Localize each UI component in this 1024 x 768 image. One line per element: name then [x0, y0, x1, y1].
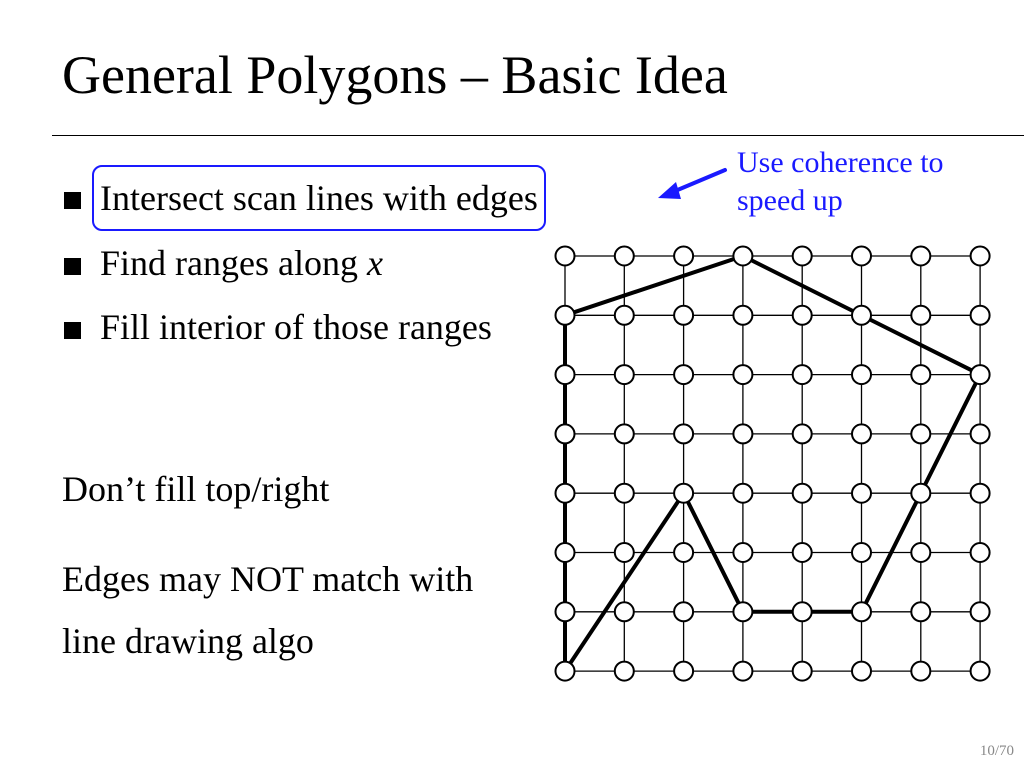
variable-x: x [366, 243, 383, 283]
lattice-node [969, 364, 991, 386]
lattice-node [851, 601, 872, 623]
lattice-node [613, 364, 635, 386]
page-number: 10/70 [979, 743, 1014, 759]
lattice-node [910, 245, 932, 267]
lattice-node [554, 423, 576, 445]
lattice-node [969, 542, 991, 563]
bullet-list: Intersect scan lines with edges Find ran… [62, 165, 546, 359]
note-edges-mismatch: Edges may NOT match with line drawing al… [62, 559, 474, 661]
lattice-node [613, 245, 635, 267]
lattice-node [791, 482, 813, 504]
lattice-node [673, 542, 695, 563]
lattice-points [554, 245, 991, 682]
bullet-text: Find ranges along [100, 243, 367, 283]
lattice-node [851, 482, 872, 504]
lattice-node [613, 423, 635, 445]
lattice-node [791, 364, 813, 386]
note-top-right: Don’t fill top/right [62, 469, 330, 509]
lattice-node [851, 364, 872, 386]
lattice-node [613, 660, 635, 682]
lattice-node [791, 304, 813, 326]
lattice-node [969, 660, 991, 682]
lattice-node [673, 245, 695, 267]
lattice-node [851, 660, 872, 682]
title-divider [52, 135, 1024, 136]
lattice-node [732, 304, 754, 326]
lattice-node [851, 423, 872, 445]
lattice-node [969, 245, 991, 267]
lattice-node [732, 660, 754, 682]
lattice-node [673, 364, 695, 386]
bullet-item-find-ranges: Find ranges along x [62, 231, 546, 295]
lattice-node [732, 364, 754, 386]
lattice-node [673, 482, 695, 504]
lattice-node [851, 304, 872, 326]
lattice-node [673, 660, 695, 682]
bullet-item-intersect: Intersect scan lines with edges [62, 165, 546, 231]
lattice-node [910, 423, 932, 445]
slide-title: General Polygons – Basic Idea [62, 45, 728, 105]
lattice-node [554, 601, 576, 623]
lattice-node [554, 660, 576, 682]
bullet-text-highlighted: Intersect scan lines with edges [92, 165, 546, 231]
bullet-text: Fill interior of those ranges [100, 307, 492, 347]
lattice-node [732, 601, 754, 623]
lattice-node [732, 423, 754, 445]
lattice-node [791, 423, 813, 445]
lattice-node [969, 601, 991, 623]
lattice-node [732, 245, 754, 267]
lattice-node [613, 304, 635, 326]
lattice-node [673, 304, 695, 326]
bullet-item-fill-interior: Fill interior of those ranges [62, 295, 500, 359]
callout-arrow-icon [658, 168, 727, 199]
lattice-node [851, 245, 872, 267]
lattice-node [613, 542, 635, 563]
lattice-node [791, 542, 813, 563]
lattice-node [791, 245, 813, 267]
lattice-node [554, 482, 576, 504]
lattice-node [613, 482, 635, 504]
lattice-node [791, 601, 813, 623]
lattice-node [791, 660, 813, 682]
lattice-node [613, 601, 635, 623]
square-bullet-icon [64, 258, 81, 275]
square-bullet-icon [64, 192, 81, 209]
lattice-node [910, 660, 932, 682]
lattice-node [969, 423, 991, 445]
lattice-node [969, 482, 991, 504]
lattice-node [554, 364, 576, 386]
lattice-node [554, 304, 576, 326]
lattice-node [673, 423, 695, 445]
lattice-node [969, 304, 991, 326]
lattice-node [910, 304, 932, 326]
lattice-node [851, 542, 872, 563]
lattice-node [732, 482, 754, 504]
lattice-node [673, 601, 695, 623]
lattice-node [554, 245, 576, 267]
callout-coherence: Use coherence to speed up [737, 146, 944, 217]
lattice-node [554, 542, 576, 563]
lattice-node [910, 482, 932, 504]
lattice-node [910, 601, 932, 623]
lattice-node [910, 542, 932, 563]
lattice-node [732, 542, 754, 563]
lattice-node [910, 364, 932, 386]
square-bullet-icon [64, 322, 81, 339]
